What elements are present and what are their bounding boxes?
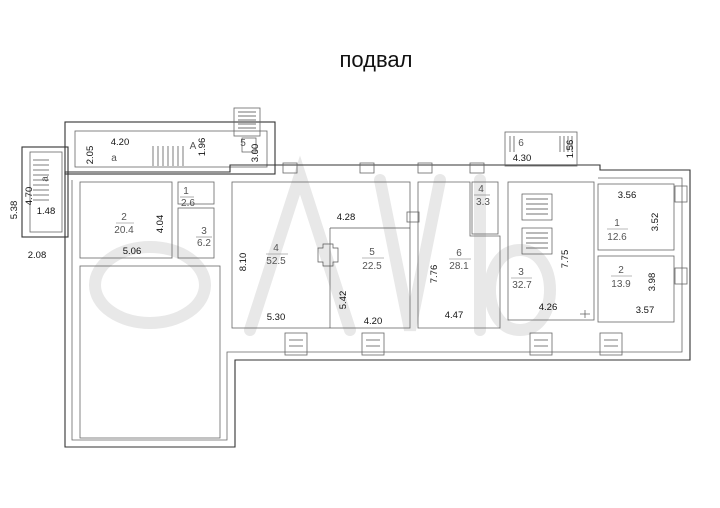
- room-label: 3 6.2: [196, 226, 212, 249]
- dimension: 4.20: [111, 137, 130, 148]
- svg-text:20.4: 20.4: [114, 225, 134, 236]
- svg-text:5: 5: [369, 247, 375, 258]
- small-labels: а А 5 6 а: [40, 138, 524, 182]
- svg-text:1: 1: [183, 186, 189, 197]
- dimension: 3.00: [250, 144, 261, 163]
- dimension: 4.28: [337, 212, 356, 223]
- room-label: 4 3.3: [474, 184, 490, 208]
- svg-text:а: а: [40, 176, 51, 182]
- dimension: 4.47: [445, 310, 464, 321]
- dimension: 1.96: [197, 138, 208, 157]
- dimension: 5.38: [9, 201, 20, 220]
- dimension: 7.75: [560, 250, 571, 269]
- dimension: 2.05: [85, 146, 96, 165]
- dimension: 3.52: [650, 213, 661, 232]
- dimension: 3.56: [618, 190, 637, 201]
- svg-text:13.9: 13.9: [611, 279, 631, 290]
- stairs: [33, 107, 688, 356]
- svg-text:12.6: 12.6: [607, 232, 627, 243]
- svg-text:32.7: 32.7: [512, 280, 532, 291]
- dimension: 8.10: [238, 253, 249, 272]
- dimension: 3.98: [647, 273, 658, 292]
- dimensions: 4.20 2.05 1.96 3.00 4.30 1.56 5.38 4.70 …: [9, 137, 661, 327]
- dimension: 5.42: [338, 291, 349, 310]
- svg-text:28.1: 28.1: [449, 261, 469, 272]
- plan-title: подвал: [339, 47, 412, 72]
- svg-text:6: 6: [456, 248, 462, 259]
- room-labels: 2 20.4 1 2.6 3 6.2 4 52.5 5 22.5 6 28.1: [114, 184, 632, 291]
- dimension: 4.20: [364, 316, 383, 327]
- room-label: 4 52.5: [266, 243, 288, 267]
- room-label: 2 20.4: [114, 212, 134, 236]
- room-label: 6 28.1: [449, 248, 471, 272]
- svg-text:а: а: [111, 153, 117, 164]
- dimension: 7.76: [429, 265, 440, 284]
- svg-text:3: 3: [201, 226, 207, 237]
- dimension: 4.30: [513, 153, 532, 164]
- svg-text:А: А: [190, 141, 197, 152]
- dimension: 5.30: [267, 312, 286, 323]
- dimension: 5.06: [123, 246, 142, 257]
- walls: [21, 121, 691, 448]
- svg-text:2: 2: [121, 212, 127, 223]
- room-label: 2 13.9: [611, 265, 632, 290]
- room-label: 3 32.7: [511, 267, 532, 291]
- dimension: 4.70: [24, 187, 35, 206]
- svg-text:2.6: 2.6: [181, 198, 195, 209]
- dimension: 3.57: [636, 305, 655, 316]
- svg-text:6: 6: [518, 138, 524, 149]
- dimension: 2.08: [28, 250, 47, 261]
- room-label: 5 22.5: [362, 247, 384, 272]
- watermark-logo: [89, 155, 556, 336]
- svg-text:22.5: 22.5: [362, 261, 382, 272]
- svg-text:4: 4: [273, 243, 279, 254]
- room-label: 1 2.6: [180, 186, 195, 209]
- dimension: 4.04: [155, 215, 166, 234]
- svg-text:6.2: 6.2: [197, 238, 211, 249]
- room-label: 1 12.6: [607, 218, 628, 243]
- svg-text:4: 4: [478, 184, 484, 195]
- svg-text:2: 2: [618, 265, 624, 276]
- svg-text:3.3: 3.3: [476, 197, 490, 208]
- dimension: 4.26: [539, 302, 558, 313]
- dimension: 1.48: [37, 206, 56, 217]
- dimension: 1.56: [565, 140, 576, 159]
- svg-text:1: 1: [614, 218, 620, 229]
- svg-text:52.5: 52.5: [266, 256, 286, 267]
- svg-text:5: 5: [240, 138, 246, 149]
- svg-text:3: 3: [518, 267, 524, 278]
